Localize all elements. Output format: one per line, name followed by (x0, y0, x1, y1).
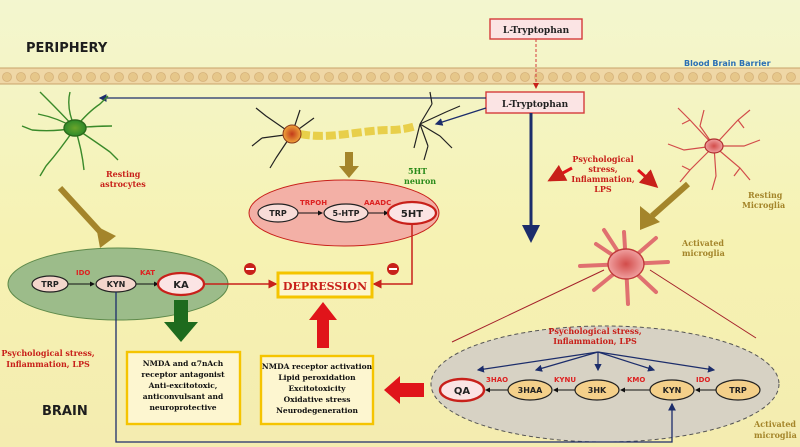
enzyme-3hao: 3HAO (486, 376, 508, 384)
depression-box (276, 271, 374, 299)
ka-effect-5: neuroprotective (149, 403, 216, 412)
resting-microglia-cell (667, 107, 761, 191)
stress-arrow-right (637, 168, 659, 188)
stress-inner-line2: Inflammation, LPS (553, 336, 637, 346)
enzyme-ido-astro: IDO (76, 269, 90, 277)
qa-effect-1: NMDA receptor activation (262, 362, 373, 371)
ka-effect-3: Anti-excitotoxic, (148, 381, 218, 390)
node-kyn-micro-text: KYN (663, 386, 682, 395)
stress-arrow-left (547, 164, 573, 182)
node-qa (438, 377, 486, 403)
enzyme-ido-micro: IDO (696, 376, 710, 384)
kyn-transfer-connector (115, 292, 676, 443)
resting-astrocytes-line2: astrocytes (100, 179, 146, 189)
node-3hk-text: 3HK (588, 386, 607, 395)
activated-microglia-line2: microglia (682, 248, 725, 258)
node-trp-micro-text: TRP (729, 386, 747, 395)
qa-effect-5: Neurodegeneration (276, 406, 358, 415)
ka-effect-2: receptor antagonist (141, 370, 225, 379)
node-5ht-text: 5HT (401, 209, 423, 220)
ka-effects-box (125, 350, 242, 426)
zoom-line-right (649, 269, 757, 339)
ka-effect-4: anticonvulsant and (143, 392, 224, 401)
stress-top-line3: Inflammation, (571, 174, 635, 184)
5ht-to-depression-arrow (372, 224, 413, 289)
node-qa-text: QA (454, 386, 471, 397)
qa-effect-2: Lipid peroxidation (278, 373, 356, 382)
activated-microglia-bottom-line2: microglia (754, 430, 797, 440)
qa-effect-4: Oxidative stress (284, 395, 351, 404)
zoom-line-left (451, 269, 605, 343)
stress-top-line4: LPS (594, 184, 612, 194)
node-5htp-text: 5-HTP (333, 209, 360, 218)
node-trp-astro-text: TRP (41, 280, 59, 289)
arrow-to-neuron (434, 107, 487, 126)
enzyme-aaadc: AAADC (364, 199, 391, 207)
depression-text: DEPRESSION (283, 280, 367, 293)
brain-label: BRAIN (42, 404, 88, 419)
activated-microglia-bottom-line1: Activated (753, 419, 796, 429)
stress-top-line1: Psychological (572, 154, 633, 164)
l-tryptophan-brain-text: L-Tryptophan (502, 100, 569, 110)
l-tryptophan-brain-box (485, 91, 585, 114)
activated-microglia-line1: Activated (681, 238, 724, 248)
node-trp-neuron-text: TRP (269, 209, 287, 218)
node-3haa-text: 3HAA (518, 386, 543, 395)
node-kyn-astro-text: KYN (107, 280, 126, 289)
stress-inner-line1: Psychological stress, (548, 326, 642, 336)
neuron-label-line1: 5HT (408, 166, 427, 176)
stress-top-line2: stress, (588, 164, 618, 174)
stress-left-line1: Psychological stress, (1, 348, 95, 358)
resting-astrocyte-cell (21, 91, 119, 177)
qa-effects-to-depression-arrow (309, 302, 337, 320)
resting-astrocytes-line1: Resting (106, 169, 141, 179)
enzyme-kynu: KYNU (554, 376, 576, 384)
neuron-label-line2: neuron (404, 176, 436, 186)
qa-effects-box (259, 354, 375, 426)
serotonin-neuron (251, 91, 461, 169)
l-tryptophan-periphery-text: L-Tryptophan (503, 26, 570, 36)
stress-left-line2: Inflammation, LPS (6, 359, 90, 369)
resting-microglia-line1: Resting (748, 190, 783, 200)
node-ka-text: KA (173, 280, 189, 291)
enzyme-trpoh: TRPOH (300, 199, 327, 207)
blood-brain-barrier-band (0, 68, 800, 84)
qa-effect-3: Excitotoxicity (288, 384, 346, 393)
periphery-label: PERIPHERY (26, 41, 108, 56)
qa-to-effects-arrow (384, 376, 400, 404)
ka-effect-1: NMDA and α7nAch (143, 359, 224, 368)
bbb-label: Blood Brain Barrier (684, 59, 771, 68)
ka-effects-arrow (164, 322, 198, 342)
microglia-activation-arrow (640, 206, 660, 230)
enzyme-kmo: KMO (627, 376, 645, 384)
resting-microglia-line2: Microglia (742, 200, 785, 210)
neuron-to-pathway-arrow (339, 166, 359, 178)
activated-microglia-cell (578, 228, 670, 306)
enzyme-kat: KAT (140, 269, 155, 277)
